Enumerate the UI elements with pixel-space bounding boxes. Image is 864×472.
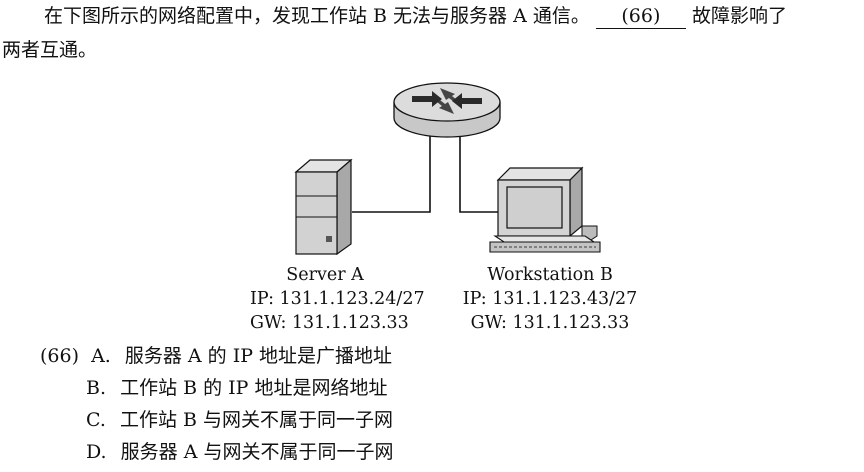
option-d-text: 服务器 A 与网关不属于同一子网 (120, 441, 394, 463)
option-b-text: 工作站 B 的 IP 地址是网络地址 (120, 377, 388, 399)
network-diagram (294, 82, 601, 256)
cable-router-workstation (459, 132, 500, 213)
workstation-name: Workstation B (487, 265, 613, 285)
option-a: (66) A. 服务器 A 的 IP 地址是广播地址 (40, 344, 392, 368)
server-name: Server A (286, 265, 364, 285)
workstation-label: Workstation B IP: 131.1.123.43/27 GW: 13… (460, 263, 640, 335)
server-label: Server A IP: 131.1.123.24/27 GW: 131.1.1… (250, 263, 425, 335)
question-text-end: 故障影响了 (691, 5, 787, 27)
option-c-letter: C. (86, 409, 106, 431)
server-ip: IP: 131.1.123.24/27 (250, 289, 425, 309)
option-a-letter: A. (91, 345, 111, 367)
option-d-letter: D. (86, 441, 107, 463)
server-icon (294, 158, 353, 256)
question-number: (66) (40, 345, 80, 367)
server-gateway: GW: 131.1.123.33 (250, 313, 409, 333)
network-cables (352, 132, 500, 213)
router-icon (393, 82, 501, 138)
option-a-text: 服务器 A 的 IP 地址是广播地址 (124, 345, 393, 367)
option-b-letter: B. (86, 377, 107, 399)
answer-blank: (66) (595, 4, 686, 29)
workstation-gateway: GW: 131.1.123.33 (470, 313, 630, 333)
option-c-text: 工作站 B 与网关不属于同一子网 (119, 409, 393, 431)
question-line-2: 两者互通。 (2, 39, 98, 61)
workstation-ip: IP: 131.1.123.43/27 (462, 289, 638, 309)
option-d: D. 服务器 A 与网关不属于同一子网 (86, 440, 393, 464)
cable-router-server (352, 132, 431, 213)
question-text-start: 在下图所示的网络配置中，发现工作站 B 无法与服务器 A 通信。 (44, 5, 590, 27)
workstation-icon (489, 166, 601, 253)
option-b: B. 工作站 B 的 IP 地址是网络地址 (86, 376, 387, 400)
option-c: C. 工作站 B 与网关不属于同一子网 (86, 408, 393, 432)
question-line-1: 在下图所示的网络配置中，发现工作站 B 无法与服务器 A 通信。 (66) 故障… (44, 4, 787, 29)
